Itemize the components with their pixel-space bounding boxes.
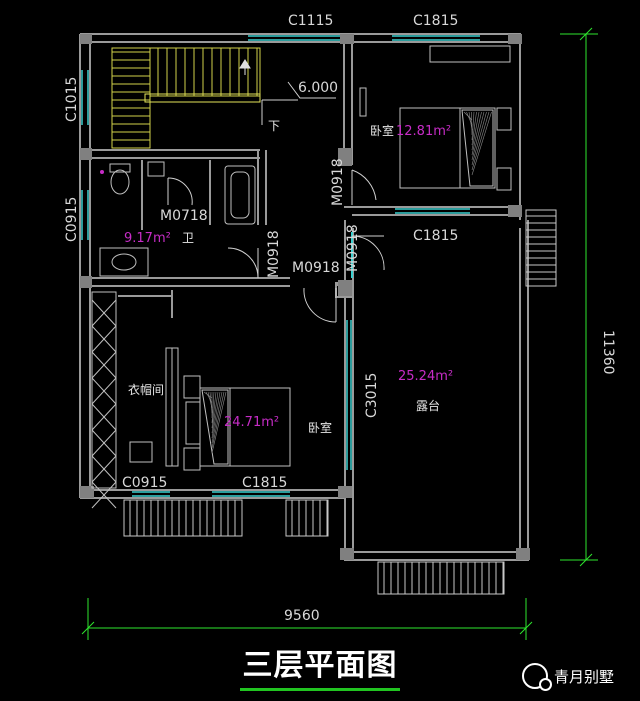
wardrobe-hanger [91, 403, 117, 431]
window-c0915-bottom: C0915 [122, 475, 167, 491]
window-c0915-left: C0915 [64, 197, 80, 242]
balcony-rails [123, 209, 557, 595]
window-c1115: C1115 [288, 13, 333, 29]
hatch-line [211, 391, 227, 454]
watermark: 青月别墅 [521, 663, 614, 691]
hatch-line [211, 391, 221, 439]
hatch-line [471, 111, 475, 141]
hatch-line [211, 391, 223, 444]
hatch-line [211, 391, 215, 424]
door-m0918-corridor: M0918 [292, 260, 340, 276]
hatch-line [471, 111, 482, 156]
hatch-line [211, 391, 217, 429]
wardrobe-hanger [91, 299, 117, 327]
hatch-line [209, 391, 213, 414]
hatch-line [471, 111, 477, 146]
area-bedroom-sw: 24.71m² [224, 415, 279, 430]
page-title: 三层平面图 [242, 648, 398, 683]
dimension-depth: 11360 [600, 330, 616, 375]
hatch-line [211, 391, 219, 434]
door-m0918-bedroom: M0918 [330, 158, 346, 206]
room-wardrobe: 衣帽间 [128, 382, 164, 397]
furniture-detail [203, 111, 492, 454]
window-c1815-bottom: C1815 [242, 475, 287, 491]
room-bedroom-sw: 卧室 [308, 420, 332, 435]
labels: C1115 C1815 C1015 C0915 C1815 C3015 C091… [64, 13, 616, 624]
hatch-line [211, 391, 225, 449]
watermark-text: 青月别墅 [553, 667, 614, 686]
door-m0918-bath-corridor: M0918 [266, 230, 282, 278]
door-m0918-terrace: M0918 [345, 224, 361, 272]
door-m0718-bathroom: M0718 [160, 208, 208, 224]
windows [81, 35, 480, 497]
area-bedroom-ne: 12.81m² [396, 124, 451, 139]
window-c3015: C3015 [364, 373, 380, 418]
wardrobe-hanger [91, 325, 117, 353]
room-bathroom: 卫 [182, 231, 194, 245]
hatch-line [471, 111, 485, 161]
wechat-icon [521, 663, 552, 691]
hatch-line [471, 111, 487, 166]
window-c1015: C1015 [64, 77, 80, 122]
title-underline [240, 688, 400, 691]
fixture-marker [100, 170, 104, 174]
hatch-line [468, 111, 473, 131]
window-c1815-mid: C1815 [413, 228, 458, 244]
wardrobe-hanger [91, 481, 117, 509]
dimension-lines [81, 27, 598, 640]
door-swings [167, 169, 385, 323]
walls [79, 33, 529, 561]
columns [80, 34, 530, 560]
wardrobe-hanger [91, 377, 117, 405]
staircase [111, 47, 261, 149]
wardrobe-hanger [91, 429, 117, 457]
furniture [91, 45, 512, 509]
hatch-line [471, 111, 492, 176]
hatch-line [471, 111, 480, 151]
dimension-width: 9560 [284, 608, 320, 624]
window-c1815-top: C1815 [413, 13, 458, 29]
stair-elevation: 6.000 [298, 80, 338, 96]
stair-arrow [239, 59, 336, 125]
area-bathroom: 9.17m² [124, 231, 171, 246]
room-bedroom-ne: 卧室 [370, 123, 394, 138]
stair-down-label: 下 [268, 119, 280, 133]
wardrobe-hanger [91, 455, 117, 483]
wardrobe-hanger [91, 351, 117, 379]
room-terrace: 露台 [416, 398, 440, 413]
hatch-line [471, 111, 490, 171]
title-block: 三层平面图 [240, 640, 400, 691]
area-terrace: 25.24m² [398, 369, 453, 384]
hatch-line [471, 111, 473, 136]
